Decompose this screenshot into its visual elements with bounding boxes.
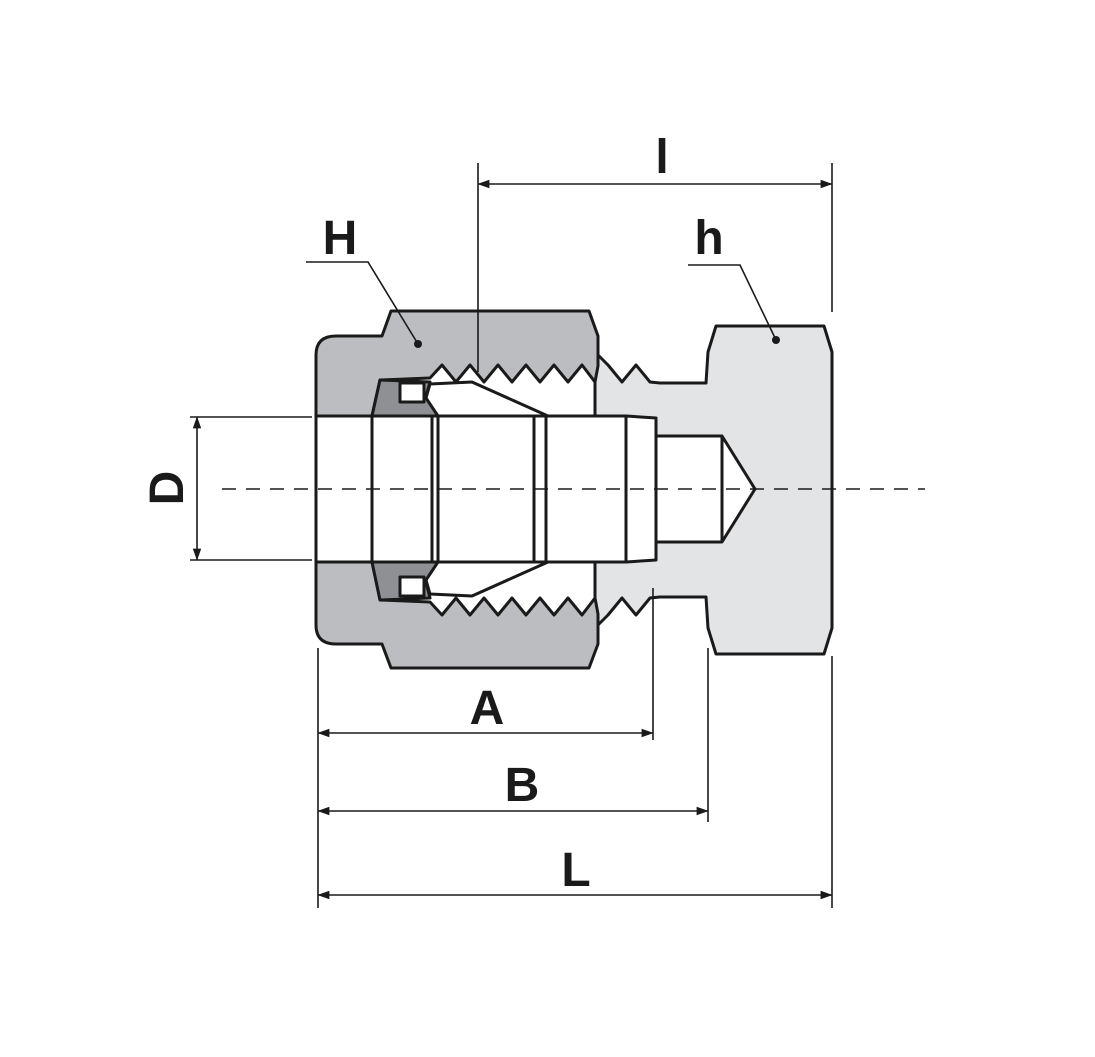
leader-dot-nut xyxy=(414,340,422,348)
nut-body xyxy=(314,309,600,670)
label-insertion-length: l xyxy=(655,131,668,184)
front-ferrule-top xyxy=(424,380,550,418)
label-dim-a: A xyxy=(470,682,505,735)
label-total-length: L xyxy=(561,844,590,897)
leader-nut xyxy=(306,261,419,345)
ferrule-gap-bottom xyxy=(398,575,426,598)
label-plug: h xyxy=(694,212,723,265)
label-dim-b: B xyxy=(505,759,540,812)
leader-dot-plug xyxy=(772,336,780,344)
front-ferrule-bottom xyxy=(424,560,550,598)
leader-plug xyxy=(688,264,777,341)
ferrule-gap-top xyxy=(398,381,426,404)
label-nut: H xyxy=(323,212,358,265)
label-diameter: D xyxy=(141,471,194,506)
